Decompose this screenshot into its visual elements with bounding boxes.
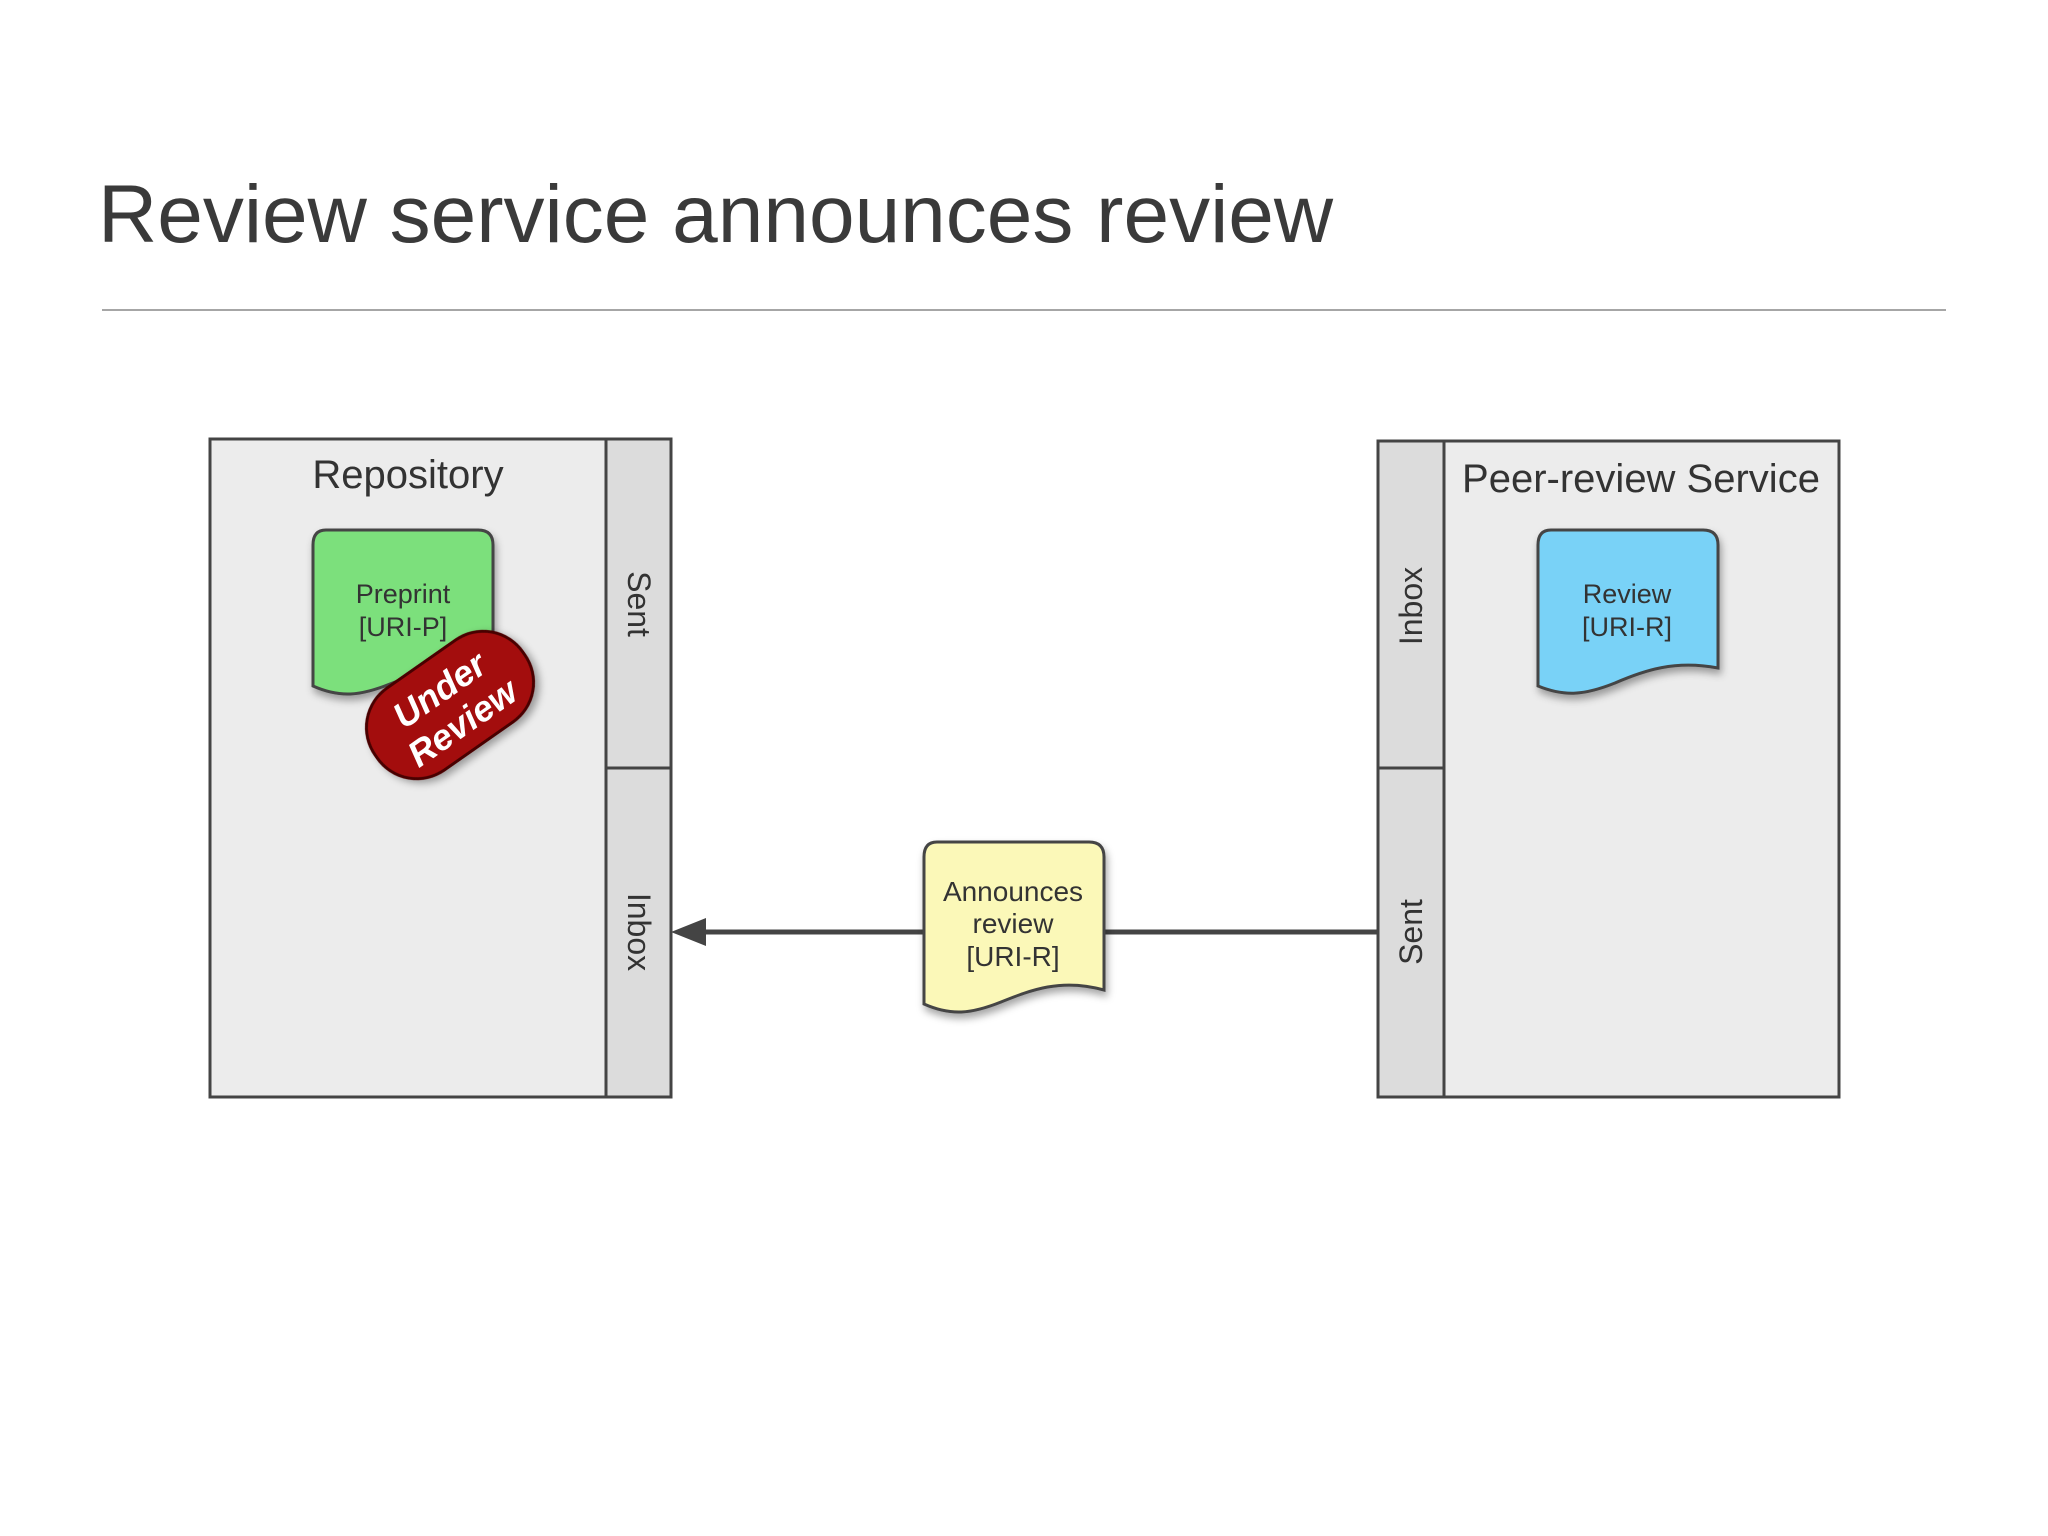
repository-system: Repository Sent Inbox Preprint [URI-P] U… (208, 437, 673, 1099)
message-line-2: review (973, 908, 1055, 939)
service-sent-label: Sent (1393, 899, 1429, 965)
repository-sent-slot (604, 437, 673, 770)
announce-message: Announces review [URI-R] (922, 840, 1106, 1014)
review-document (1536, 528, 1720, 695)
preprint-label: Preprint (356, 579, 451, 609)
service-inbox-slot (1376, 439, 1446, 770)
repository-inbox-label: Inbox (621, 893, 657, 971)
repository-sent-label: Sent (621, 571, 657, 637)
service-inbox-label: Inbox (1393, 567, 1429, 645)
review-label: Review (1583, 579, 1672, 609)
preprint-uri: [URI-P] (359, 612, 448, 642)
title-divider (102, 309, 1946, 311)
slide-title: Review service announces review (98, 169, 1334, 260)
repository-title: Repository (312, 453, 503, 497)
message-line-3: [URI-R] (966, 941, 1059, 972)
repository-inbox-slot (604, 766, 673, 1099)
service-title: Peer-review Service (1462, 457, 1820, 501)
review-uri: [URI-R] (1582, 612, 1672, 642)
peer-review-system: Peer-review Service Inbox Sent Review [U… (1376, 439, 1841, 1099)
message-line-1: Announces (943, 876, 1083, 907)
arrow-head-icon (671, 918, 706, 946)
